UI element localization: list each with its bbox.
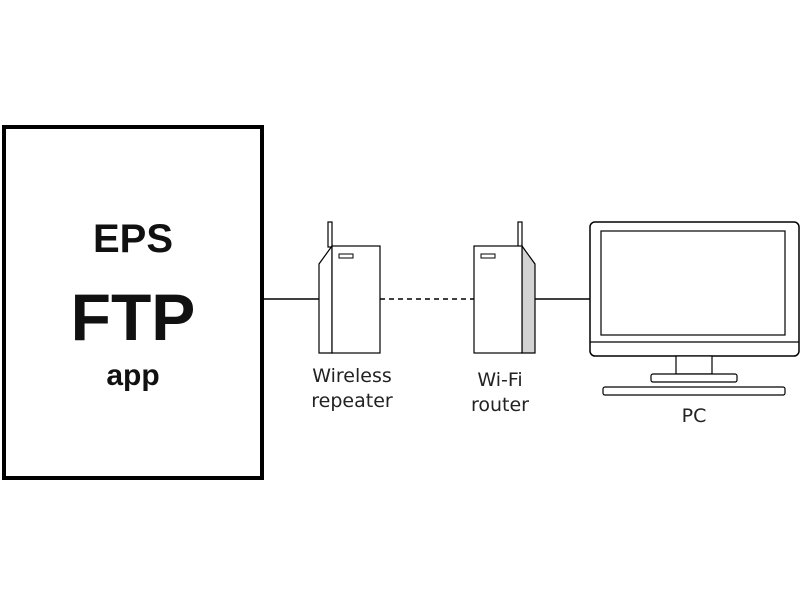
pc-label: PC [681,405,707,427]
router-label-line2: router [470,394,529,416]
app-title-ftp: FTP [70,280,196,354]
eps-ftp-app-box: EPS FTP app [2,125,264,480]
repeater-label-line2: repeater [311,390,393,412]
repeater-label: Wireless repeater [300,364,404,414]
app-title-app: app [106,359,160,392]
wifi-router-icon [473,221,536,354]
router-label-line1: Wi-Fi [477,369,523,391]
pc-monitor-icon [589,221,800,396]
app-title-eps: EPS [92,217,174,261]
wireless-repeater-icon [318,221,381,354]
repeater-label-line1: Wireless [312,365,392,387]
router-label: Wi-Fi router [452,368,548,418]
